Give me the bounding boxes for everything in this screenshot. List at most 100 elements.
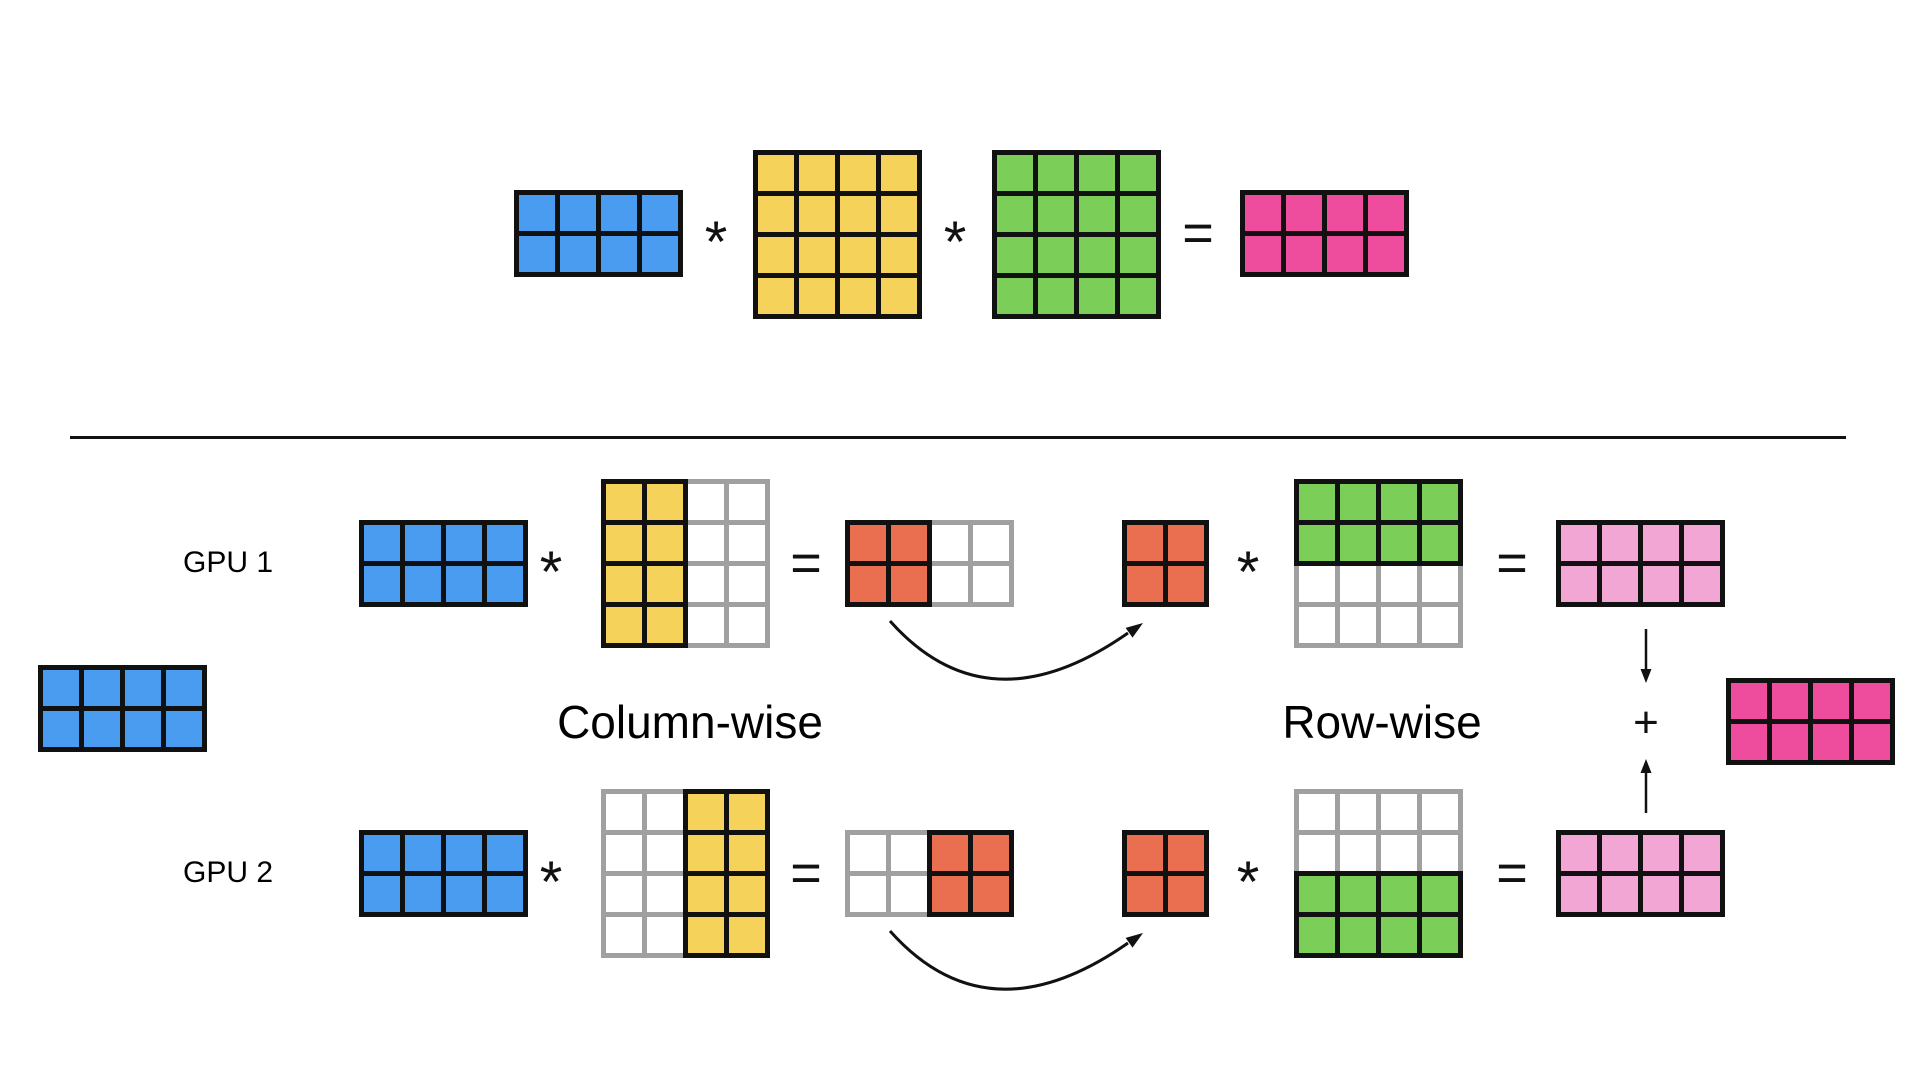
matrix-cell (1422, 607, 1458, 643)
matrix-cell (997, 196, 1033, 232)
matrix-empty-block (845, 830, 932, 917)
matrix-cell (1120, 196, 1156, 232)
matrix-gpu1-compact-partial (1122, 520, 1209, 607)
equals-operator: = (1496, 533, 1528, 593)
matrix-cell (840, 278, 876, 314)
matrix-cell (84, 670, 120, 706)
matrix-active-block (359, 520, 528, 607)
matrix-cell (997, 237, 1033, 273)
matrix-active-block (1726, 678, 1895, 765)
matrix-cell (606, 876, 642, 912)
matrix-empty-block (601, 789, 688, 958)
matrix-cell (1381, 876, 1417, 912)
matrix-cell (932, 525, 968, 561)
matrix-cell (647, 484, 683, 520)
matrix-cell (1381, 525, 1417, 561)
matrix-cell (1561, 876, 1597, 912)
matrix-cell (606, 794, 642, 830)
matrix-cell (1079, 278, 1115, 314)
matrix-gpu1-partial-result (845, 520, 1014, 607)
matrix-cell (1327, 236, 1363, 272)
matrix-cell (1340, 566, 1376, 602)
matrix-cell (1340, 876, 1376, 912)
matrix-cell (932, 566, 968, 602)
matrix-cell (973, 566, 1009, 602)
matrix-cell (729, 876, 765, 912)
matrix-cell (43, 711, 79, 747)
matrix-empty-block (1294, 561, 1463, 648)
matrix-shared-input (38, 665, 207, 752)
matrix-cell (1127, 835, 1163, 871)
matrix-cell (1854, 683, 1890, 719)
matrix-cell (642, 195, 678, 231)
matrix-cell (1127, 876, 1163, 912)
matrix-active-block (38, 665, 207, 752)
matrix-cell (405, 876, 441, 912)
matrix-cell (647, 607, 683, 643)
matrix-cell (891, 525, 927, 561)
matrix-cell (1340, 835, 1376, 871)
matrix-cell (1854, 724, 1890, 760)
matrix-empty-block (683, 479, 770, 648)
matrix-cell (799, 278, 835, 314)
arrowhead-icon (1640, 759, 1652, 773)
matrix-cell (997, 155, 1033, 191)
matrix-cell (1422, 835, 1458, 871)
matrix-cell (1120, 155, 1156, 191)
matrix-cell (1381, 566, 1417, 602)
matrix-cell (881, 237, 917, 273)
matrix-cell (1684, 835, 1720, 871)
multiply-operator: * (943, 209, 967, 275)
matrix-cell (891, 835, 927, 871)
matrix-cell (647, 917, 683, 953)
matrix-cell (1422, 794, 1458, 830)
matrix-cell (729, 835, 765, 871)
equals-operator: = (790, 533, 822, 593)
matrix-active-block (1556, 520, 1725, 607)
matrix-cell (1286, 195, 1322, 231)
matrix-cell (606, 835, 642, 871)
divider-line (70, 436, 1846, 439)
matrix-cell (1038, 237, 1074, 273)
matrix-input-full (514, 190, 683, 277)
matrix-active-block (683, 789, 770, 958)
matrix-cell (688, 794, 724, 830)
matrix-cell (1643, 835, 1679, 871)
arrow-curve (888, 930, 1129, 991)
arrowhead-icon (1125, 933, 1143, 948)
matrix-cell (1038, 196, 1074, 232)
matrix-cell (1602, 566, 1638, 602)
matrix-cell (758, 155, 794, 191)
multiply-operator: * (539, 539, 563, 605)
matrix-cell (647, 525, 683, 561)
matrix-cell (560, 195, 596, 231)
matrix-cell (758, 278, 794, 314)
matrix-final-output (1726, 678, 1895, 765)
matrix-cell (688, 525, 724, 561)
matrix-cell (446, 835, 482, 871)
matrix-active-block (359, 830, 528, 917)
matrix-cell (606, 525, 642, 561)
matrix-cell (1245, 236, 1281, 272)
matrix-cell (729, 917, 765, 953)
matrix-active-block (927, 830, 1014, 917)
matrix-cell (729, 484, 765, 520)
matrix-active-block (845, 520, 932, 607)
matrix-cell (1368, 195, 1404, 231)
matrix-cell (125, 670, 161, 706)
matrix-active-block (1294, 479, 1463, 566)
matrix-active-block (514, 190, 683, 277)
matrix-cell (446, 876, 482, 912)
matrix-gpu2-compact-partial (1122, 830, 1209, 917)
matrix-gpu1-output (1556, 520, 1725, 607)
matrix-cell (799, 196, 835, 232)
matrix-cell (840, 196, 876, 232)
matrix-cell (840, 237, 876, 273)
matrix-cell (446, 525, 482, 561)
multiply-operator: * (1236, 539, 1260, 605)
matrix-cell (519, 236, 555, 272)
matrix-gpu2-output (1556, 830, 1725, 917)
matrix-cell (1299, 607, 1335, 643)
matrix-cell (487, 566, 523, 602)
multiply-operator: * (704, 209, 728, 275)
